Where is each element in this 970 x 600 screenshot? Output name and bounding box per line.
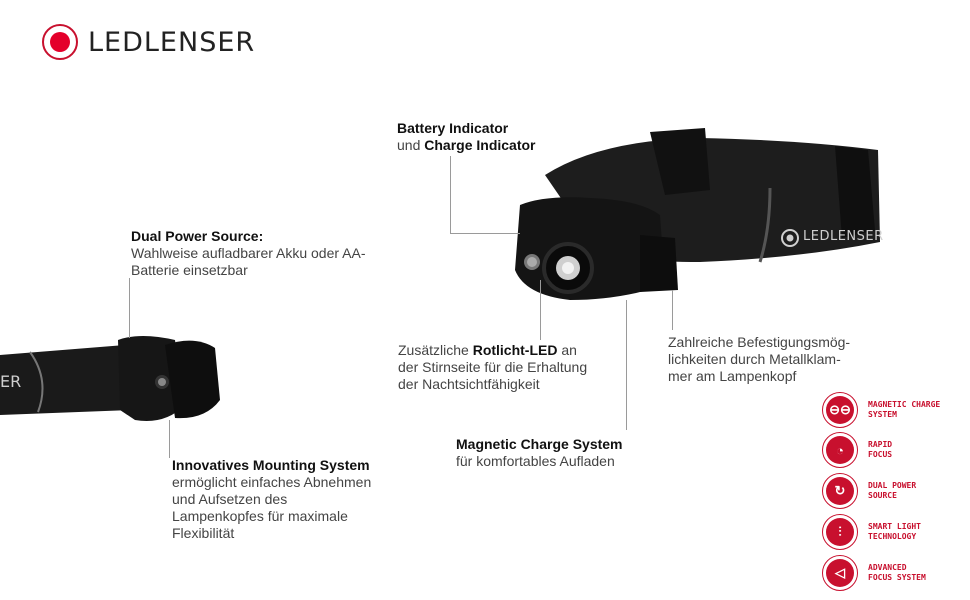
dual-power-title: Dual Power Source: [131, 228, 264, 244]
rotlicht-pre: Zusätzliche [398, 342, 473, 358]
mounting-callout: Innovatives Mounting System ermöglicht e… [172, 457, 372, 542]
charge-indicator-title: Charge Indicator [424, 137, 536, 153]
rapid-focus-icon: ◔ [822, 432, 858, 468]
battery-callout-line-h [450, 233, 520, 234]
mounting-callout-line [169, 420, 170, 458]
dual-power-icon: ↻ [822, 473, 858, 509]
befestigung-callout: Zahlreiche Befestigungsmög-lichkeiten du… [668, 334, 864, 385]
battery-indicator-callout: Battery Indicator und Charge Indicator [397, 120, 577, 154]
rotlicht-title: Rotlicht-LED [472, 342, 558, 358]
smart-light-icon: ⫶ [822, 514, 858, 550]
side-headband-text: ER [0, 372, 22, 391]
rotlicht-post: an der Stirnseite für die Erhaltung der … [398, 342, 588, 392]
feature-line1: SMART LIGHT [868, 522, 921, 531]
magnetic-charge-text: für komfortables Aufladen [456, 453, 615, 469]
headband-brand-text: LEDLENSER [803, 229, 884, 244]
feature-line1: RAPID [868, 440, 893, 449]
magnetic-charge-callout: Magnetic Charge System für komfortables … [456, 436, 656, 470]
logo-text: LEDLENSER [88, 26, 256, 58]
feature-line2: FOCUS SYSTEM [868, 573, 926, 582]
advanced-focus-icon: ◁ [822, 555, 858, 591]
dual-power-callout-line [129, 278, 130, 338]
befestigung-text: Zahlreiche Befestigungsmög-lichkeiten du… [668, 334, 851, 384]
mounting-text: ermöglicht einfaches Abnehmen und Aufset… [172, 474, 372, 541]
befestigung-callout-line [672, 290, 673, 330]
dual-power-text: Wahlweise aufladbarer Akku oder AA-Batte… [131, 245, 366, 278]
brand-logo: LEDLENSER [42, 24, 255, 60]
magnetic-callout-line [626, 300, 627, 430]
feature-line2: FOCUS [868, 450, 893, 459]
feature-line2: SOURCE [868, 491, 897, 500]
feature-line1: ADVANCED [868, 563, 907, 572]
battery-indicator-title: Battery Indicator [397, 120, 509, 136]
battery-indicator-und: und [397, 137, 425, 153]
magnetic-charge-title: Magnetic Charge System [456, 436, 623, 452]
side-headlamp [0, 336, 220, 421]
rotlicht-callout-line [540, 280, 541, 340]
logo-circle-icon [42, 24, 78, 60]
mounting-title: Innovatives Mounting System [172, 457, 370, 473]
feature-line1: DUAL POWER [868, 481, 917, 490]
feature-line2: TECHNOLOGY [868, 532, 917, 541]
rotlicht-callout: Zusätzliche Rotlicht-LED an der Stirnsei… [398, 342, 598, 393]
magnetic-charge-icon: ⊖⊖ [822, 392, 858, 428]
main-headlamp [515, 128, 880, 300]
battery-callout-line [450, 156, 451, 234]
dual-power-callout: Dual Power Source: Wahlweise aufladbarer… [131, 228, 371, 279]
feature-line1: MAGNETIC CHARGE [868, 400, 941, 409]
feature-line2: SYSTEM [868, 410, 897, 419]
